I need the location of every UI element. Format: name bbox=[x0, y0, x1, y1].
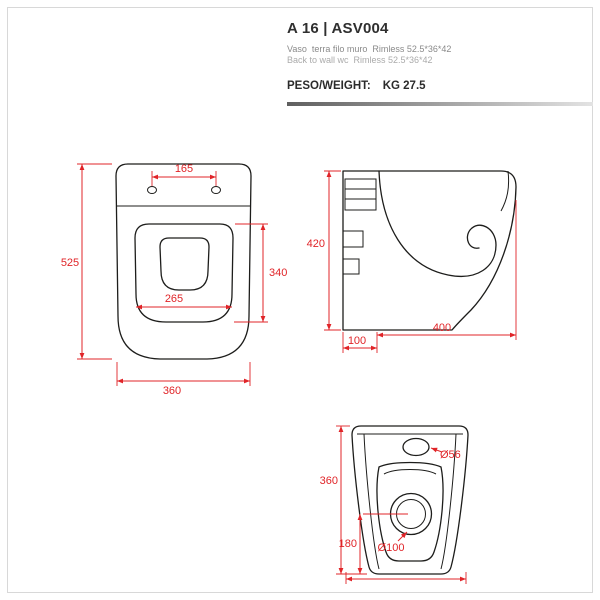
dim-overall-depth: 525 bbox=[61, 257, 79, 269]
bowl-outline bbox=[159, 237, 210, 291]
side-view-drawing bbox=[342, 170, 517, 331]
side-view-dimensions: 420 400 100 bbox=[307, 170, 517, 353]
dim-outlet-height: 180 bbox=[339, 538, 357, 550]
dim-front-depth: 400 bbox=[433, 322, 451, 334]
weight-label: PESO/WEIGHT: bbox=[287, 80, 371, 92]
dim-inlet-diameter: Ø56 bbox=[440, 449, 461, 461]
fixing-hole-left bbox=[147, 186, 157, 194]
product-description-english: Back to wall wc Rimless 52.5*36*42 bbox=[287, 55, 433, 65]
top-view-dimensions: 165 525 340 265 360 bbox=[61, 163, 288, 397]
dim-hole-spacing: 165 bbox=[175, 163, 193, 175]
flush-unit bbox=[344, 178, 377, 211]
weight-value: KG 27.5 bbox=[382, 80, 426, 92]
dim-outlet-diameter: Ø100 bbox=[378, 542, 405, 554]
header: A 16 | ASV004 Vaso terra filo muro Rimle… bbox=[287, 20, 593, 106]
seat-outline bbox=[134, 223, 234, 323]
bowl-front bbox=[376, 461, 444, 562]
dim-front-height: 360 bbox=[320, 475, 338, 487]
weight-row: PESO/WEIGHT: KG 27.5 bbox=[287, 80, 593, 92]
product-title: A 16 | ASV004 bbox=[287, 20, 389, 37]
dim-seat-width: 265 bbox=[165, 293, 183, 305]
dim-height: 420 bbox=[307, 238, 325, 250]
dim-overall-width: 360 bbox=[163, 385, 181, 397]
fixing-hole-right bbox=[211, 186, 221, 194]
inlet-stub bbox=[343, 230, 364, 248]
divider-gradient bbox=[287, 102, 593, 106]
top-view-drawing bbox=[115, 163, 252, 360]
dim-seat-depth: 340 bbox=[269, 267, 287, 279]
bowl-profile bbox=[378, 170, 497, 277]
inlet-hole bbox=[402, 437, 430, 457]
outlet-stub bbox=[343, 258, 360, 275]
front-view-dimensions: 360 180 Ø100 Ø56 bbox=[320, 425, 467, 584]
dim-rear-depth: 100 bbox=[348, 335, 366, 347]
product-description-italian: Vaso terra filo muro Rimless 52.5*36*42 bbox=[287, 44, 452, 54]
